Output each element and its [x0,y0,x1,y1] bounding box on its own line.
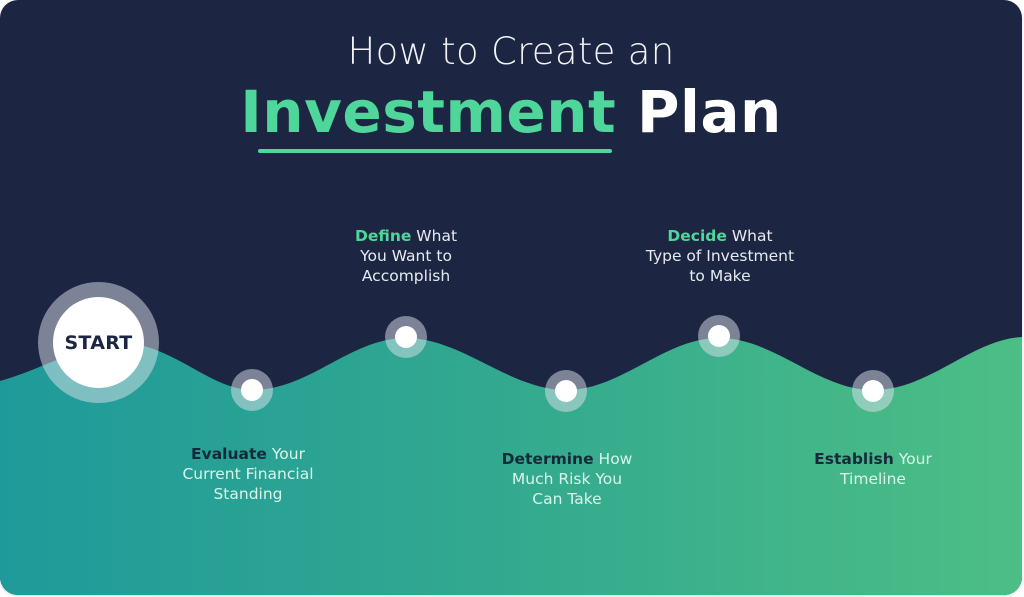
step-3-node [545,370,587,412]
step-5-rest: Your [893,450,932,468]
step-3-label: Determine How Much Risk You Can Take [467,449,667,509]
step-1-rest: Your [266,445,305,463]
step-4-node [698,315,740,357]
step-4-label: Decide What Type of Investment to Make [620,226,820,286]
title-line-2: Investment Plan [0,78,1022,146]
step-2-node [385,316,427,358]
node-core [555,380,577,402]
step-5-line2: Timeline [840,470,906,488]
title-accent-word: Investment [240,78,617,146]
step-1-line2: Current Financial [182,465,314,483]
node-core [862,380,884,402]
step-1-lead: Evaluate [191,445,267,463]
step-5-label: Establish Your Timeline [773,449,973,489]
step-2-line3: Accomplish [361,267,451,285]
node-core [395,326,417,348]
step-2-lead: Define [354,227,412,245]
step-2-line2: You Want to [360,247,452,265]
step-1-node [231,369,273,411]
step-4-line2: Type of Investment [645,247,795,265]
step-5-node [852,370,894,412]
title-line-1: How to Create an [347,30,675,73]
step-3-rest: How [593,450,633,468]
start-label: START [64,331,133,354]
step-1-label: Evaluate Your Current Financial Standing [148,444,348,504]
node-core [241,379,263,401]
step-4-lead: Decide [667,227,727,245]
step-5-lead: Establish [814,450,894,468]
step-4-line3: to Make [689,267,751,285]
step-1-line3: Standing [213,485,283,503]
title-underline [258,149,612,153]
step-3-line3: Can Take [532,490,602,508]
step-2-rest: What [411,227,458,245]
start-node: START [38,282,159,403]
step-2-label: Define What You Want to Accomplish [306,226,506,286]
step-3-line2: Much Risk You [511,470,623,488]
node-core [708,325,730,347]
title-plain-word: Plan [636,78,782,146]
step-4-rest: What [726,227,773,245]
start-core: START [53,297,144,388]
step-3-lead: Determine [501,450,594,468]
